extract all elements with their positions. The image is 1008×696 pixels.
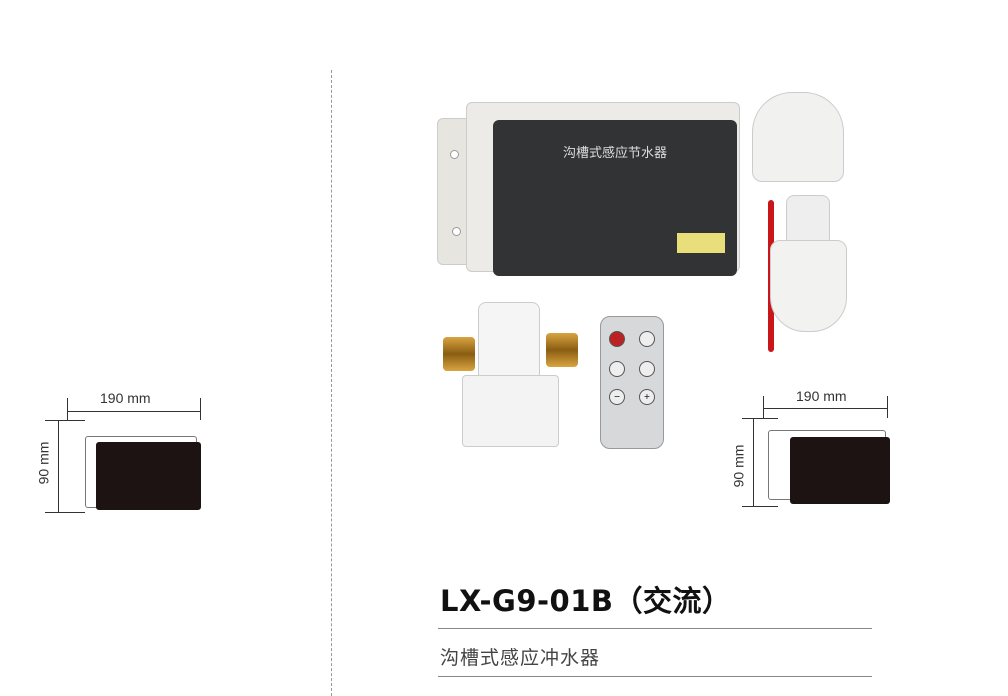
box-front [790,437,890,504]
product-name: 沟槽式感应冲水器 [440,647,601,669]
tick [742,506,778,507]
remote-button [609,361,625,377]
remote-control: − + [600,316,664,449]
tick [887,396,888,418]
plus-icon: + [639,389,655,405]
brass-fitting-left [443,337,475,371]
mount-hole [450,150,459,159]
box-front [96,442,201,510]
minus-icon: − [609,389,625,405]
dashed-divider [331,70,332,696]
tick [742,418,778,419]
sensor-head [752,92,844,182]
solenoid-valve-body [462,375,559,447]
product-model: LX-G9-01B（交流） [440,584,732,618]
warning-sticker [677,233,725,253]
remote-button [639,331,655,347]
remote-button [639,361,655,377]
remote-power-button [609,331,625,347]
width-arrow [67,411,200,412]
sensor-base [770,240,847,332]
width-arrow [763,408,887,409]
tick [45,420,85,421]
title-rule [438,628,872,629]
bottom-rule [438,676,872,677]
height-arrow [58,420,59,512]
tick [67,398,68,420]
tick [200,398,201,420]
height-label: 90 mm [35,441,52,485]
width-label: 190 mm [100,390,151,406]
sensor-joint [786,195,830,247]
controller-label: 沟槽式感应节水器 [562,146,667,161]
tick [763,396,764,418]
solenoid-valve-top [478,302,540,382]
height-label: 90 mm [730,444,747,488]
brass-fitting-right [546,333,578,367]
height-arrow [753,418,754,506]
width-label: 190 mm [796,388,847,404]
mount-hole [452,227,461,236]
tick [45,512,85,513]
